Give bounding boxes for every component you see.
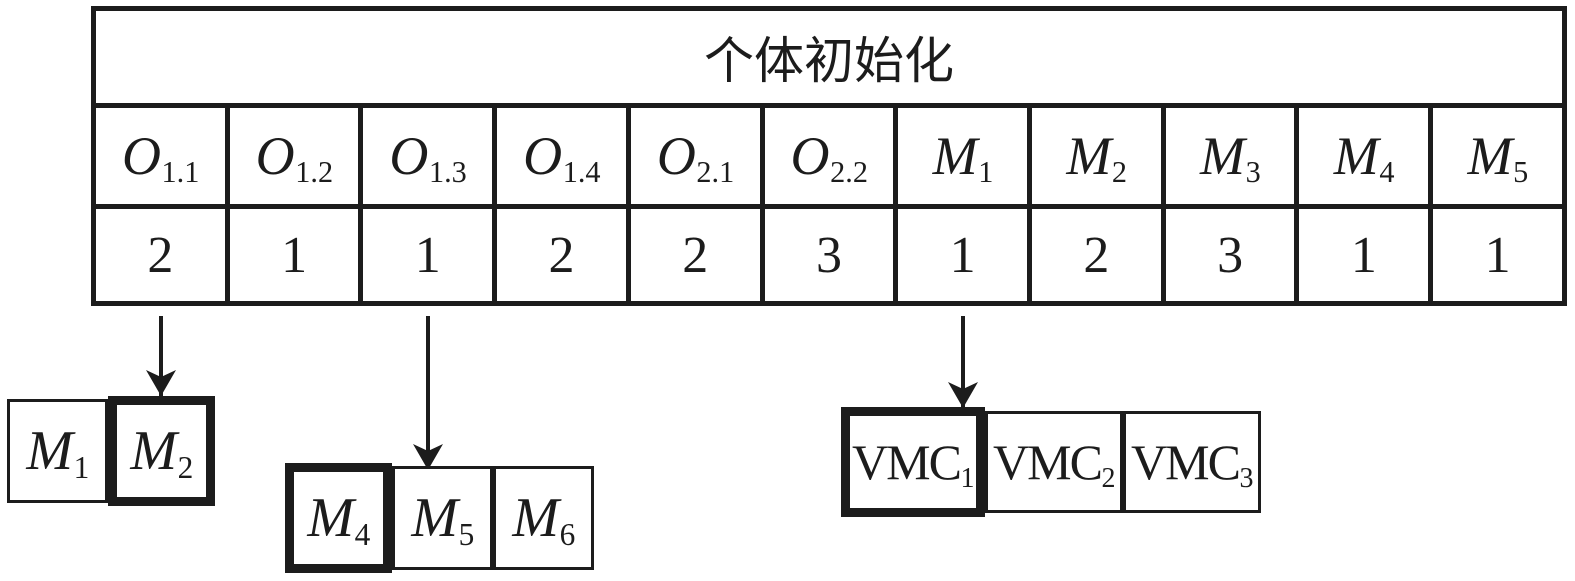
value-cell-2: 1	[358, 204, 498, 306]
value-cell-1: 1	[224, 204, 364, 306]
label-with-subscript: M1	[932, 126, 994, 190]
value-cell-3: 2	[492, 204, 631, 306]
option-box-M1: M1	[7, 399, 108, 503]
table-header-row: O1.1 O1.2 O1.3 O1.4 O2.1 O2.2 M1 M2 M3 M4 M5	[91, 103, 1567, 209]
option-box-M5: M5	[392, 466, 493, 570]
label-with-subscript: M1	[26, 420, 90, 485]
header-cell-O1.3: O1.3	[358, 103, 498, 209]
label-with-subscript: M6	[512, 487, 576, 552]
label-with-subscript: O1.1	[121, 126, 200, 190]
header-cell-M5: M5	[1428, 103, 1567, 209]
header-cell-O1.1: O1.1	[91, 103, 230, 209]
option-box-VMC2: VMC2	[985, 411, 1123, 513]
value-cell-4: 2	[625, 204, 765, 306]
label-with-subscript: M2	[130, 420, 194, 485]
label-with-subscript: VMC2	[993, 434, 1116, 494]
label-with-subscript: M2	[1066, 126, 1128, 190]
initialization-table: 个体初始化 O1.1 O1.2 O1.3 O1.4 O2.1 O2.2 M1 M2 M3 M4 M5…	[91, 6, 1567, 306]
label-with-subscript: O2.1	[656, 126, 735, 190]
label-with-subscript: O1.4	[523, 126, 601, 190]
machine-option-group-o11: M1 M2	[7, 396, 215, 506]
value-cell-8: 3	[1160, 204, 1300, 306]
selected-option-box-M2: M2	[108, 396, 215, 506]
label-with-subscript: O2.2	[790, 126, 868, 190]
label-with-subscript: VMC1	[852, 434, 975, 494]
value-cell-5: 3	[759, 204, 899, 306]
label-with-subscript: M4	[307, 487, 371, 552]
label-with-subscript: O1.2	[255, 126, 334, 190]
header-cell-M1: M1	[893, 103, 1033, 209]
header-cell-O1.2: O1.2	[224, 103, 364, 209]
machine-option-group-o13: M4 M5 M6	[285, 463, 594, 573]
table-title: 个体初始化	[91, 6, 1567, 108]
label-with-subscript: M5	[1467, 126, 1529, 190]
header-cell-O2.1: O2.1	[625, 103, 765, 209]
value-cell-0: 2	[91, 204, 230, 306]
value-cell-6: 1	[893, 204, 1033, 306]
header-cell-M2: M2	[1027, 103, 1166, 209]
label-with-subscript: M3	[1200, 126, 1261, 190]
header-cell-M3: M3	[1160, 103, 1300, 209]
header-cell-O1.4: O1.4	[492, 103, 631, 209]
table-title-row: 个体初始化	[91, 6, 1567, 108]
label-with-subscript: M4	[1333, 126, 1395, 190]
selected-option-box-M4: M4	[285, 463, 392, 573]
value-cell-7: 2	[1027, 204, 1166, 306]
header-cell-M4: M4	[1294, 103, 1434, 209]
selected-option-box-VMC1: VMC1	[841, 407, 985, 517]
option-box-VMC3: VMC3	[1123, 411, 1261, 513]
option-box-M6: M6	[493, 466, 594, 570]
value-cell-9: 1	[1294, 204, 1434, 306]
header-cell-O2.2: O2.2	[759, 103, 899, 209]
label-with-subscript: M5	[411, 487, 475, 552]
label-with-subscript: O1.3	[389, 126, 467, 190]
value-cell-10: 1	[1428, 204, 1567, 306]
label-with-subscript: VMC3	[1131, 434, 1254, 494]
